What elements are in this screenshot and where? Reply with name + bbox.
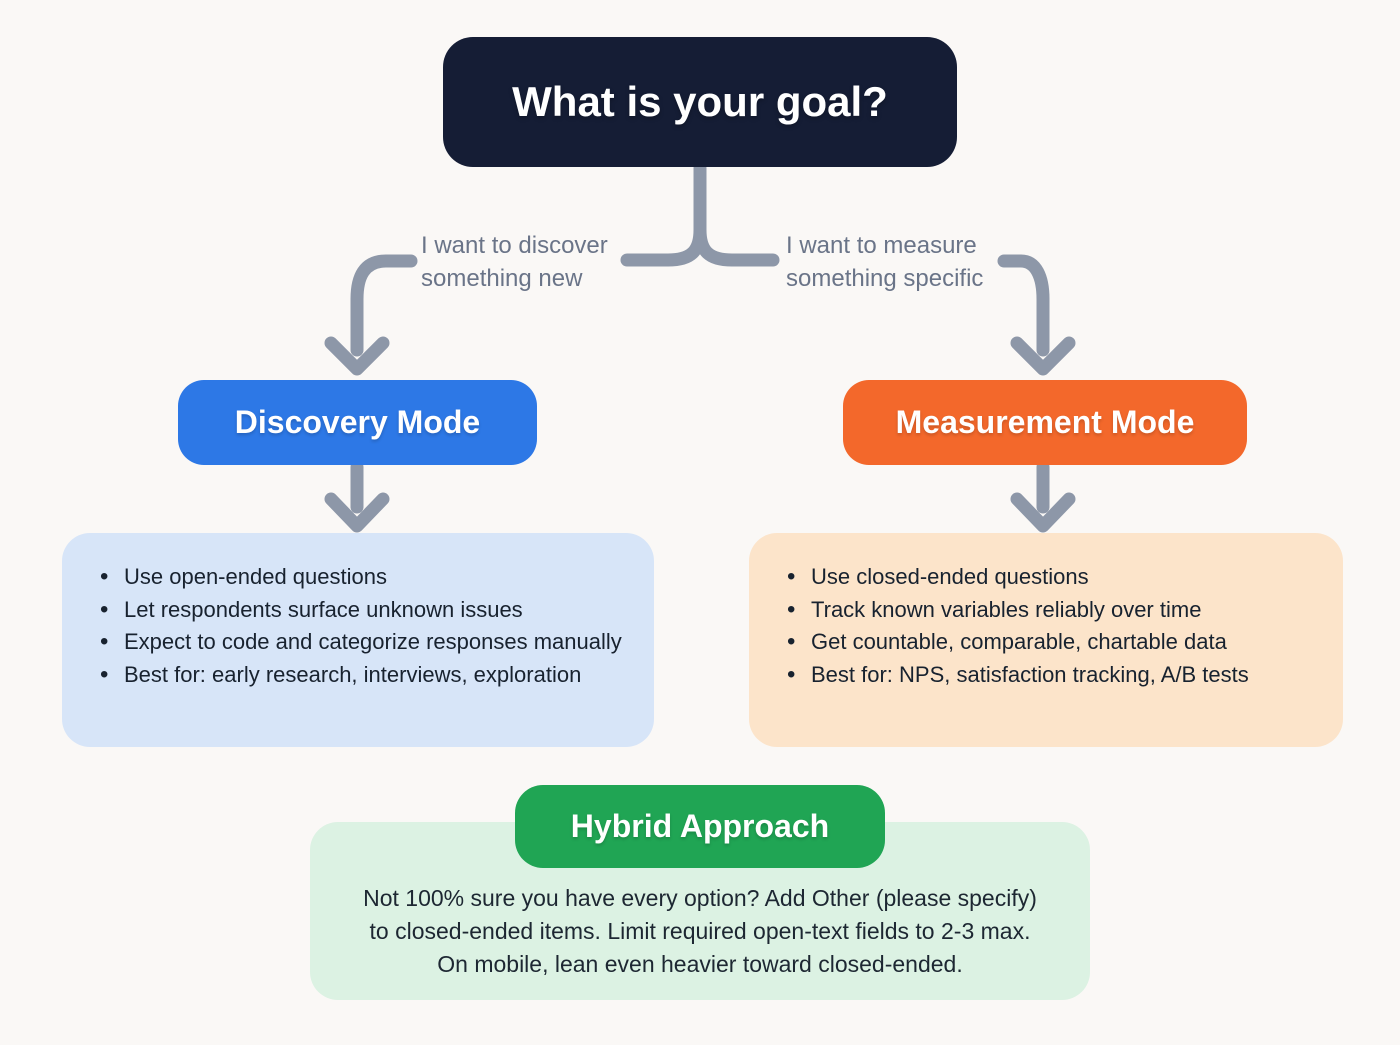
discovery-detail-item: Expect to code and categorize responses … xyxy=(96,626,640,659)
hybrid-text-line: On mobile, lean even heavier toward clos… xyxy=(437,951,963,977)
hybrid-approach-panel: Not 100% sure you have every option? Add… xyxy=(310,822,1090,1000)
discovery-detail-item: Let respondents surface unknown issues xyxy=(96,594,640,627)
condition-line: I want to measure xyxy=(786,232,977,259)
measurement-condition-label: I want to measure something specific xyxy=(786,229,983,295)
hybrid-approach-badge: Hybrid Approach xyxy=(515,785,885,868)
discovery-details-list: Use open-ended questionsLet respondents … xyxy=(62,533,654,691)
discovery-detail-item: Use open-ended questions xyxy=(96,561,640,594)
hybrid-approach-body: Not 100% sure you have every option? Add… xyxy=(310,822,1090,981)
discovery-mode-label: Discovery Mode xyxy=(234,404,481,440)
goal-question-box: What is your goal? xyxy=(443,37,957,167)
discovery-branch-arrowhead-icon xyxy=(324,336,390,376)
discovery-condition-label: I want to discover something new xyxy=(421,229,608,295)
measurement-detail-item: Best for: NPS, satisfaction tracking, A/… xyxy=(783,659,1329,692)
measurement-detail-item: Use closed-ended questions xyxy=(783,561,1329,594)
hybrid-text-line: Not 100% sure you have every option? Add… xyxy=(363,885,1037,911)
measurement-down-arrowhead-icon xyxy=(1010,492,1076,533)
condition-line: something specific xyxy=(786,265,984,292)
measurement-branch-arrowhead-icon xyxy=(1010,336,1076,376)
discovery-details-panel: Use open-ended questionsLet respondents … xyxy=(62,533,654,747)
goal-question-label: What is your goal? xyxy=(512,78,888,125)
measurement-branch-elbow xyxy=(997,254,1050,357)
measurement-details-list: Use closed-ended questionsTrack known va… xyxy=(749,533,1343,691)
measurement-detail-item: Get countable, comparable, chartable dat… xyxy=(783,626,1329,659)
discovery-down-arrowhead-icon xyxy=(324,492,390,533)
hybrid-approach-label: Hybrid Approach xyxy=(570,808,830,844)
hybrid-text-line: to closed-ended items. Limit required op… xyxy=(369,918,1031,944)
condition-line: something new xyxy=(421,265,583,292)
discovery-mode-box: Discovery Mode xyxy=(178,380,537,465)
measurement-mode-label: Measurement Mode xyxy=(895,404,1195,440)
measurement-details-panel: Use closed-ended questionsTrack known va… xyxy=(749,533,1343,747)
condition-line: I want to discover xyxy=(421,232,608,259)
measurement-mode-box: Measurement Mode xyxy=(843,380,1247,465)
discovery-detail-item: Best for: early research, interviews, ex… xyxy=(96,659,640,692)
root-fork-connector xyxy=(620,161,780,267)
measurement-detail-item: Track known variables reliably over time xyxy=(783,594,1329,627)
discovery-branch-elbow xyxy=(350,254,418,357)
